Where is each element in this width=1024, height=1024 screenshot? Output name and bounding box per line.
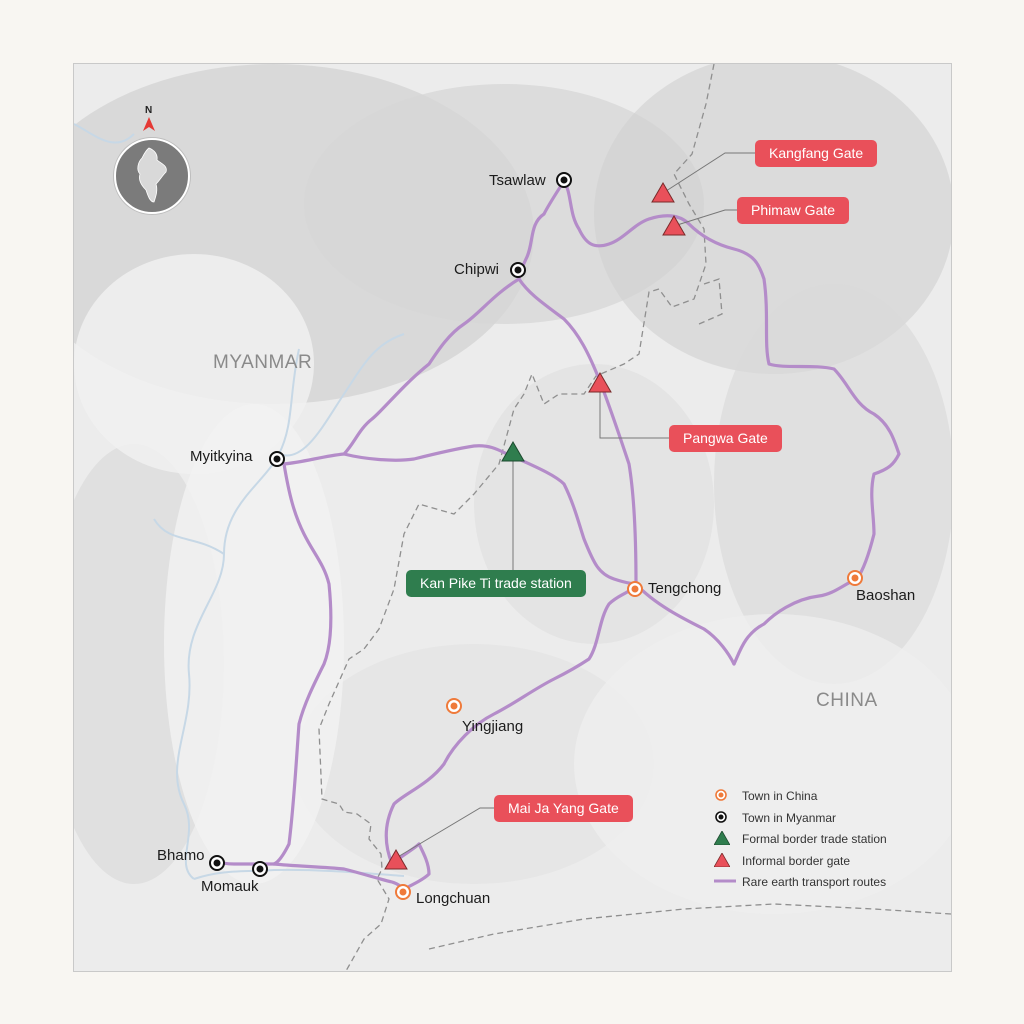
town-label-longchuan: Longchuan [416,890,491,907]
border-segment-east [698,278,723,325]
route-line-icon [714,879,736,883]
town-marker-longchuan[interactable] [395,884,411,900]
north-label: N [145,105,153,116]
legend-label: Town in Myanmar [742,810,837,825]
station-marker-kan-pike-ti[interactable] [501,441,525,462]
green-triangle-icon [714,831,730,845]
town-label-tengchong: Tengchong [648,580,722,597]
legend-label: Informal border gate [742,853,851,868]
callout-mai-ja-yang-gate: Mai Ja Yang Gate [494,795,633,822]
town-label-momauk: Momauk [201,878,259,895]
town-marker-tengchong[interactable] [627,581,643,597]
callout-kan-pike-ti-station: Kan Pike Ti trade station [406,570,586,597]
town-marker-yingjiang[interactable] [446,698,462,714]
legend-label: Town in China [742,789,818,803]
town-marker-tsawlaw[interactable] [556,172,572,188]
town-marker-bhamo[interactable] [209,855,225,871]
town-myanmar-icon [715,810,727,823]
gate-marker-phimaw[interactable] [662,215,686,236]
callout-phimaw-gate: Phimaw Gate [737,197,850,224]
town-label-yingjiang: Yingjiang [462,718,524,735]
country-label-myanmar: MYANMAR [213,352,313,373]
legend-label: Formal border trade station [742,832,887,846]
town-label-chipwi: Chipwi [454,261,500,278]
town-label-tsawlaw: Tsawlaw [489,172,546,189]
callout-kangfang-gate: Kangfang Gate [755,140,878,167]
town-label-bhamo: Bhamo [157,847,205,864]
town-label-baoshan: Baoshan [856,587,916,604]
town-marker-chipwi[interactable] [510,262,526,278]
red-triangle-icon [714,852,730,867]
myanmar-silhouette-icon [137,147,167,203]
gate-marker-pangwa[interactable] [588,372,612,393]
compass-inset [114,138,190,214]
international-border [318,64,715,971]
town-china-icon [715,789,727,801]
town-marker-momauk[interactable] [252,861,268,877]
terrain-shading [74,64,951,914]
legend-label: Rare earth transport routes [742,875,887,889]
callout-pangwa-gate: Pangwa Gate [669,425,782,452]
country-label-china: CHINA [816,690,878,711]
gate-marker-kangfang[interactable] [651,182,675,203]
town-marker-baoshan[interactable] [847,570,863,586]
town-marker-myitkyina[interactable] [269,451,285,467]
map-canvas [74,64,951,971]
town-label-myitkyina: Myitkyina [190,448,253,465]
north-arrow-icon [143,117,155,131]
rivers [74,123,405,880]
gate-marker-mai-ja-yang[interactable] [384,849,408,870]
